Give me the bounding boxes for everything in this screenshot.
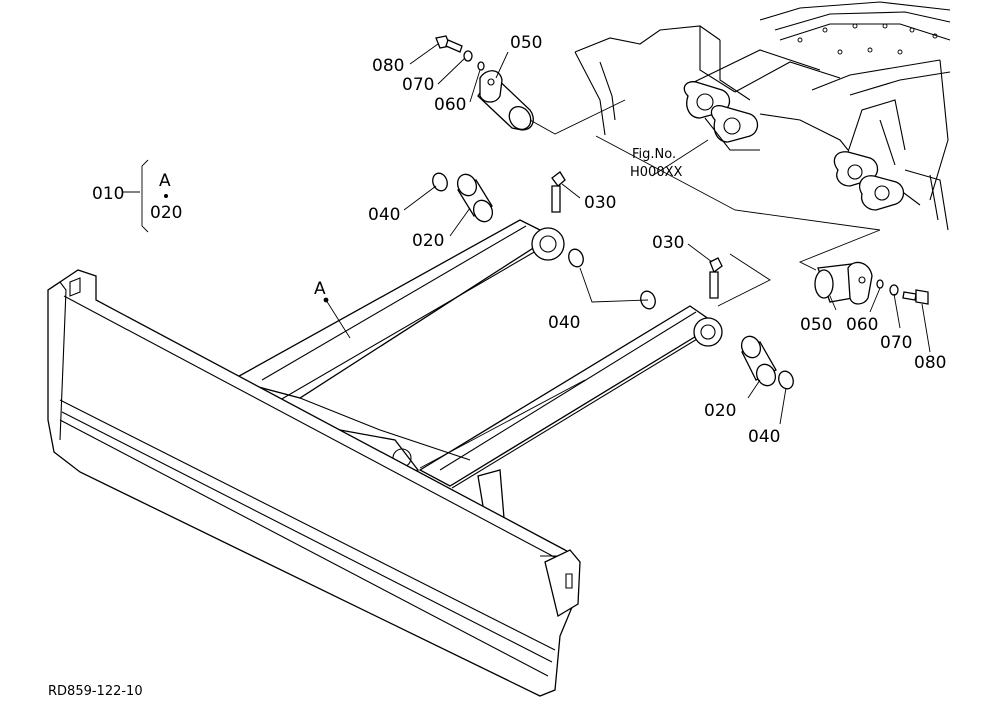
fig-ref-line1: Fig.No.: [632, 147, 676, 162]
pin-050-top: [477, 70, 534, 131]
callout-020-left: 020: [412, 231, 444, 251]
bracket-dot: [164, 194, 168, 198]
washer-060-right: [876, 279, 884, 289]
oring-040-left-b: [568, 248, 584, 268]
boss-left: [531, 227, 565, 261]
callout-040-mid: 040: [548, 313, 580, 333]
pin-050-right: [814, 261, 873, 305]
callout-060-right: 060: [846, 315, 878, 335]
callout-050-top: 050: [510, 33, 542, 53]
callout-080-right: 080: [914, 353, 946, 373]
callout-080-top: 080: [372, 56, 404, 76]
callout-070-right: 070: [880, 333, 912, 353]
boss-right: [693, 317, 723, 347]
callout-050-right: 050: [800, 315, 832, 335]
callout-030-right: 030: [652, 233, 684, 253]
bracket-a: A: [159, 171, 171, 191]
callout-040-left: 040: [368, 205, 400, 225]
callout-020-right: 020: [704, 401, 736, 421]
grease-nipple-030-left: [551, 171, 566, 213]
bushing-020-right: [740, 335, 777, 387]
callout-030-left: 030: [584, 193, 616, 213]
dozer-blade-assembly: [47, 219, 718, 697]
callout-040-right: 040: [748, 427, 780, 447]
oring-040-right: [778, 370, 794, 390]
drawing-code: RD859-122-10: [48, 684, 143, 699]
bolt-080-top: [435, 35, 463, 53]
bushing-020-left: [456, 173, 494, 223]
washer-070-right: [889, 284, 899, 296]
fig-ref-line2: H000XX: [630, 165, 682, 180]
frame-drawing: [574, 1, 951, 231]
bracket-020: 020: [150, 203, 182, 223]
callout-060-top: 060: [434, 95, 466, 115]
leader-lines: [122, 43, 931, 469]
callout-labels: 080 070 060 050 010 A 020 040 020 030 A …: [48, 33, 946, 699]
oring-040-left: [432, 172, 448, 192]
washer-070-top: [463, 50, 473, 62]
callout-010: 010: [92, 184, 124, 204]
callout-070-top: 070: [402, 75, 434, 95]
bolt-080-right: [902, 289, 929, 305]
label-a: A: [314, 279, 326, 299]
washer-060-top: [477, 61, 485, 71]
label-a-dot: [323, 297, 329, 303]
grease-nipple-030-right: [709, 257, 723, 299]
